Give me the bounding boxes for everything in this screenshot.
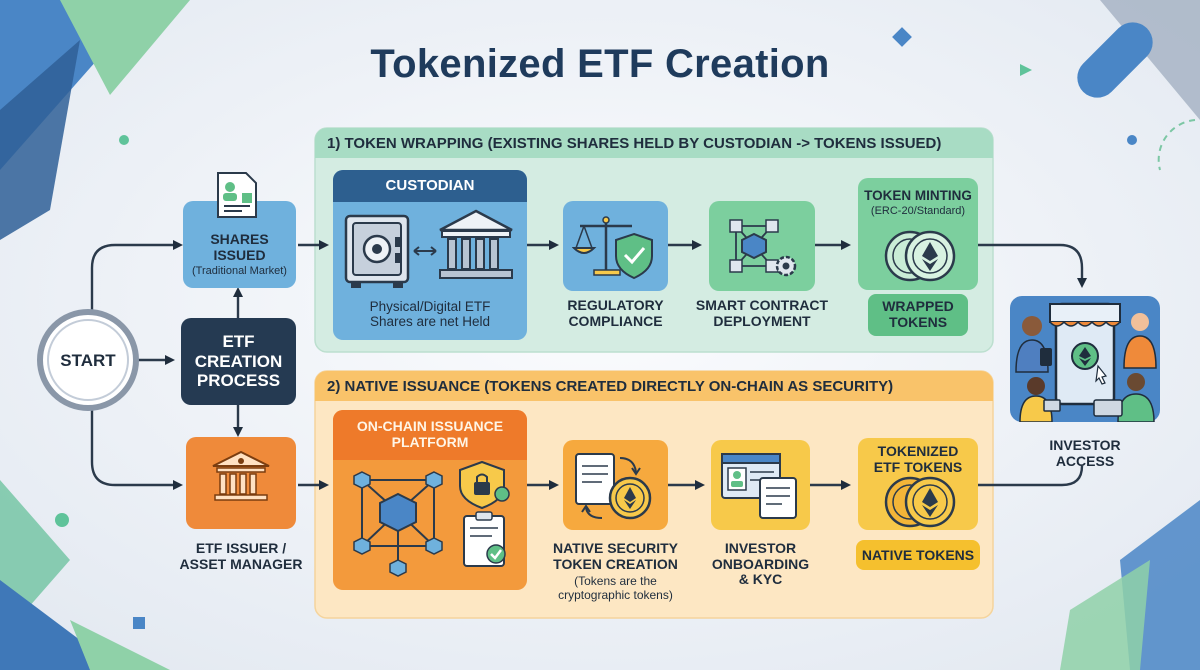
custodian-header: CUSTODIAN — [385, 177, 475, 194]
scale-shield-icon — [572, 216, 653, 280]
start-label: START — [60, 351, 116, 370]
kyc-id-icon — [721, 453, 797, 519]
start-node — [37, 309, 139, 411]
page-title: Tokenized ETF Creation — [370, 42, 830, 86]
token-creation-icon — [575, 453, 652, 520]
vault-icon — [344, 214, 410, 288]
token-minting-label: TOKEN MINTING (ERC-20/Standard) — [864, 188, 972, 218]
native-section-title: 2) NATIVE ISSUANCE (TOKENS CREATED DIREC… — [327, 378, 894, 395]
native-tokens-badge: NATIVE TOKENS — [861, 547, 975, 563]
shares-issued-box — [183, 201, 296, 288]
bank-icon — [212, 450, 270, 501]
coins-icon — [884, 230, 956, 282]
etf-tokens-icon — [884, 476, 956, 528]
network-lock-icon — [353, 460, 510, 577]
wrapping-section-title: 1) TOKEN WRAPPING (EXISTING SHARES HELD … — [327, 135, 942, 152]
etf-issuer-label: ETF ISSUER /ASSET MANAGER — [179, 540, 303, 572]
exchange-arrows-icon — [413, 246, 437, 256]
blockchain-gear-icon — [729, 219, 797, 277]
etf-process-box — [181, 318, 296, 405]
investors-marketplace-icon — [1015, 302, 1157, 422]
institution-icon — [439, 209, 513, 279]
document-icon — [217, 172, 257, 218]
